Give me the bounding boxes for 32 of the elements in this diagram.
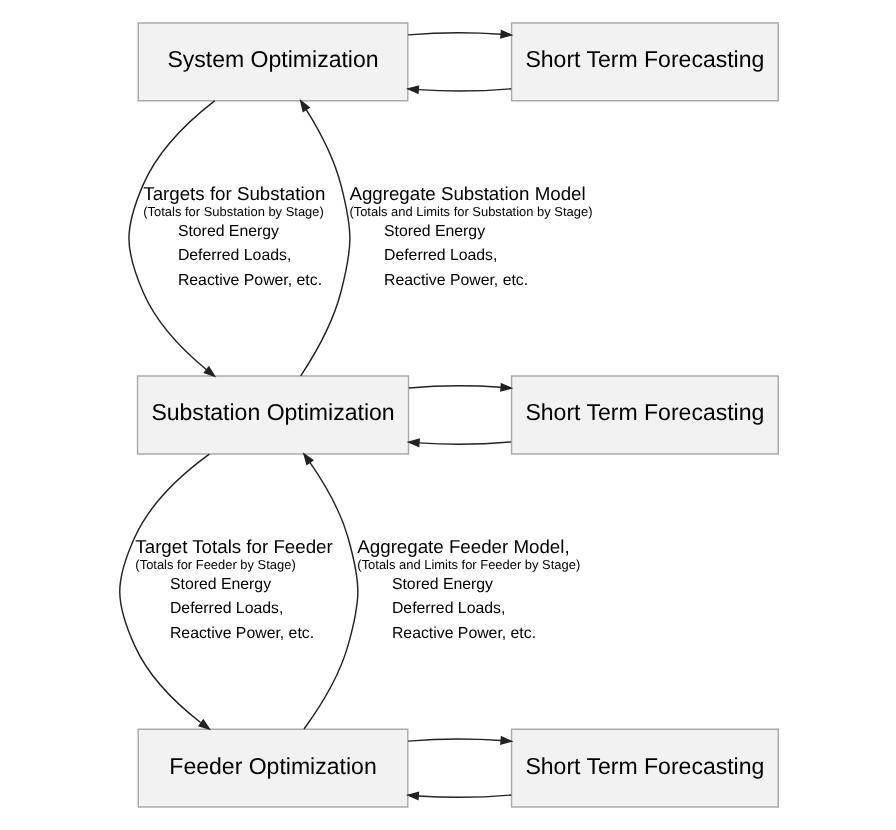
edge-label: Targets for Substation bbox=[142, 184, 325, 205]
label: Stored Energy bbox=[390, 574, 493, 593]
arrow bbox=[404, 791, 511, 801]
node-box: Feeder Optimization bbox=[136, 728, 408, 808]
label: Deferred Loads, bbox=[383, 246, 497, 265]
label: Stored Energy bbox=[176, 221, 278, 240]
node-box: Substation Optimization bbox=[135, 375, 409, 455]
label: Reactive Power, etc. bbox=[383, 270, 528, 289]
edge-label: Target Totals for Feeder bbox=[134, 537, 332, 558]
arrow bbox=[298, 99, 350, 377]
node-box: System Optimization bbox=[136, 22, 408, 102]
arrow bbox=[404, 85, 511, 95]
node-box: Short Term Forecasting bbox=[509, 22, 778, 102]
arrow bbox=[407, 382, 513, 392]
arrow bbox=[406, 735, 513, 745]
label: Reactive Power, etc. bbox=[176, 270, 322, 289]
arrow bbox=[127, 100, 216, 378]
arrow bbox=[118, 453, 211, 731]
label: Stored Energy bbox=[168, 574, 271, 593]
edge-label: Aggregate Substation Model bbox=[348, 184, 585, 205]
label: Reactive Power, etc. bbox=[390, 623, 536, 642]
label: Deferred Loads, bbox=[168, 599, 283, 618]
arrow bbox=[301, 452, 358, 730]
label: Deferred Loads, bbox=[390, 599, 505, 618]
arrow bbox=[405, 438, 511, 448]
edge-label: Aggregate Feeder Model, bbox=[356, 537, 569, 558]
arrow bbox=[406, 29, 513, 39]
label: Deferred Loads, bbox=[176, 246, 291, 265]
label: Stored Energy bbox=[383, 221, 485, 240]
label: Reactive Power, etc. bbox=[168, 623, 314, 642]
node-box: Short Term Forecasting bbox=[509, 375, 778, 455]
node-box: Short Term Forecasting bbox=[509, 728, 778, 808]
